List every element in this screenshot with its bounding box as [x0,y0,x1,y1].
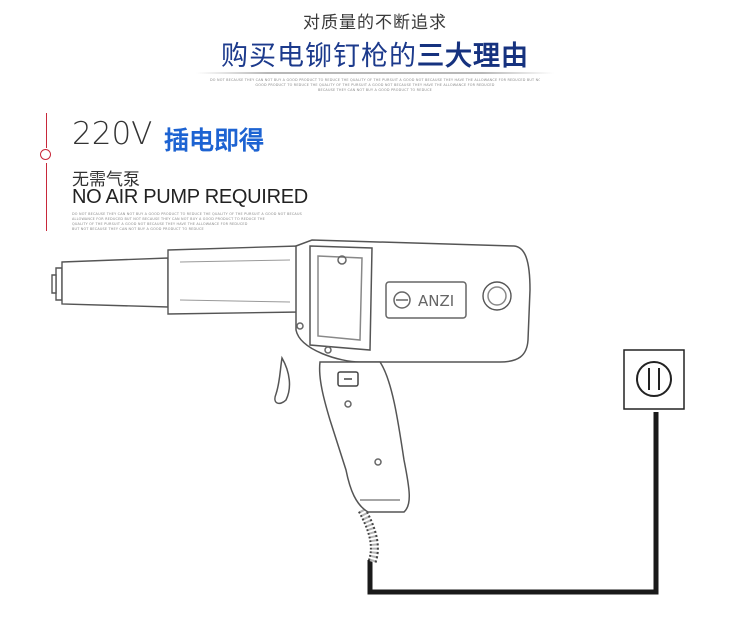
product-brand: ANZI [418,292,454,310]
feature-voltage: 220V [72,116,153,152]
side-line-bottom [46,163,47,231]
gun-handle [274,355,410,513]
gun-nozzle [51,245,301,315]
header-title-accent: 三大理由 [417,41,529,72]
header-title-main: 购买电铆钉枪的 [221,41,417,72]
gun-body: ANZI [295,239,531,363]
side-line-top [46,113,47,148]
header-fine-print-3: BECAUSE THEY CAN NOT BUY A GOOD PRODUCT … [318,88,432,92]
feature-en-desc: NO AIR PUMP REQUIRED [72,186,308,208]
feature-fine-print-4: BUT NOT BECAUSE THEY CAN NOT BUY A GOOD … [72,227,204,231]
cable [358,412,659,595]
header-subtitle: 对质量的不断追求 [303,13,447,33]
header-fine-print-2: GOOD PRODUCT TO REDUCE THE QUALITY OF TH… [255,83,495,87]
wall-socket [623,349,685,410]
feature-plug-text: 插电即得 [164,126,265,155]
header-title: 购买电铆钉枪的三大理由 [0,34,750,73]
header-underline [196,72,554,74]
feature-fine-print-2: ALLOWANCE FOR REDUCED BUT NOT BECAUSE TH… [72,217,266,221]
feature-fine-print-1: DO NOT BECAUSE THEY CAN NOT BUY A GOOD P… [72,212,302,216]
feature-cn-desc: 无需气泵 [72,170,140,190]
side-dot [40,149,51,160]
header-fine-print-1: DO NOT BECAUSE THEY CAN NOT BUY A GOOD P… [210,78,540,82]
feature-fine-print-3: QUALITY OF THE PURSUIT A GOOD NOT BECAUS… [72,222,248,226]
